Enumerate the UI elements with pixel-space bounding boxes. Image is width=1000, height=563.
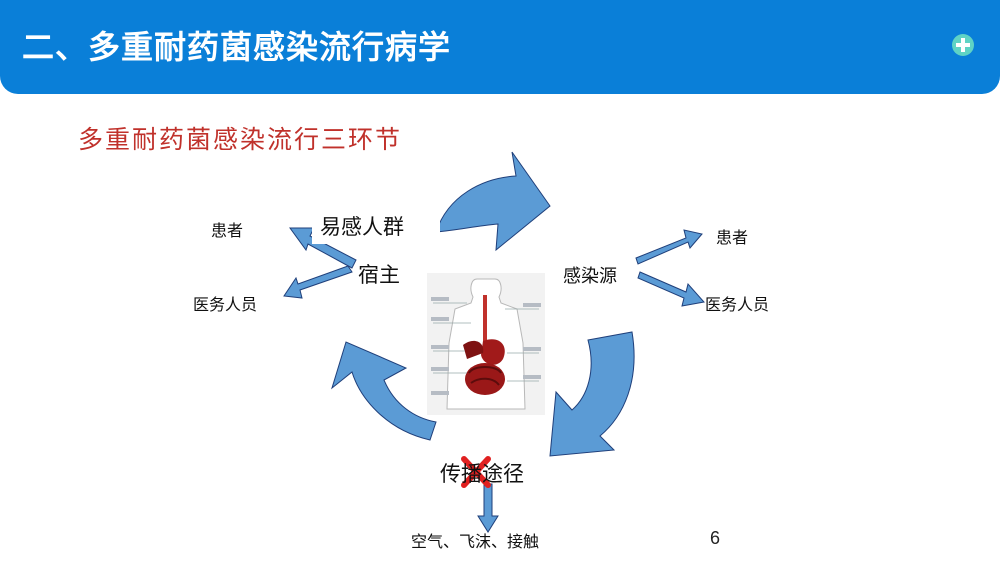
digestive-system-image bbox=[427, 273, 545, 415]
title-bar: 二、多重耐药菌感染流行病学 bbox=[0, 0, 1000, 94]
cycle-arrow-top bbox=[435, 151, 551, 252]
arrow-host-to-patient bbox=[289, 227, 357, 269]
source-label: 感染源 bbox=[563, 266, 617, 287]
susceptible-label-bg bbox=[312, 208, 440, 244]
plus-circle-icon[interactable] bbox=[951, 33, 975, 57]
page-number: 6 bbox=[710, 528, 721, 548]
route-label: 传播途径 bbox=[440, 462, 524, 486]
arrow-host-to-staff bbox=[283, 265, 353, 299]
arrow-source-to-patient bbox=[635, 229, 703, 265]
cycle-arrow-left bbox=[331, 341, 437, 441]
x-mark-icon bbox=[461, 456, 491, 488]
host-label: 宿主 bbox=[358, 263, 400, 287]
susceptible-group-label: 易感人群 bbox=[320, 215, 404, 239]
cycle-arrow-right bbox=[549, 331, 635, 457]
section-subtitle: 多重耐药菌感染流行三环节 bbox=[78, 125, 403, 154]
left-patient-label: 患者 bbox=[211, 221, 244, 240]
arrow-route-down bbox=[477, 483, 499, 533]
arrow-source-to-staff bbox=[637, 271, 705, 307]
right-staff-label: 医务人员 bbox=[705, 295, 770, 314]
left-staff-label: 医务人员 bbox=[193, 295, 258, 314]
route-detail-label: 空气、飞沫、接触 bbox=[411, 532, 540, 551]
right-patient-label: 患者 bbox=[716, 228, 749, 247]
slide-title: 二、多重耐药菌感染流行病学 bbox=[22, 28, 452, 66]
